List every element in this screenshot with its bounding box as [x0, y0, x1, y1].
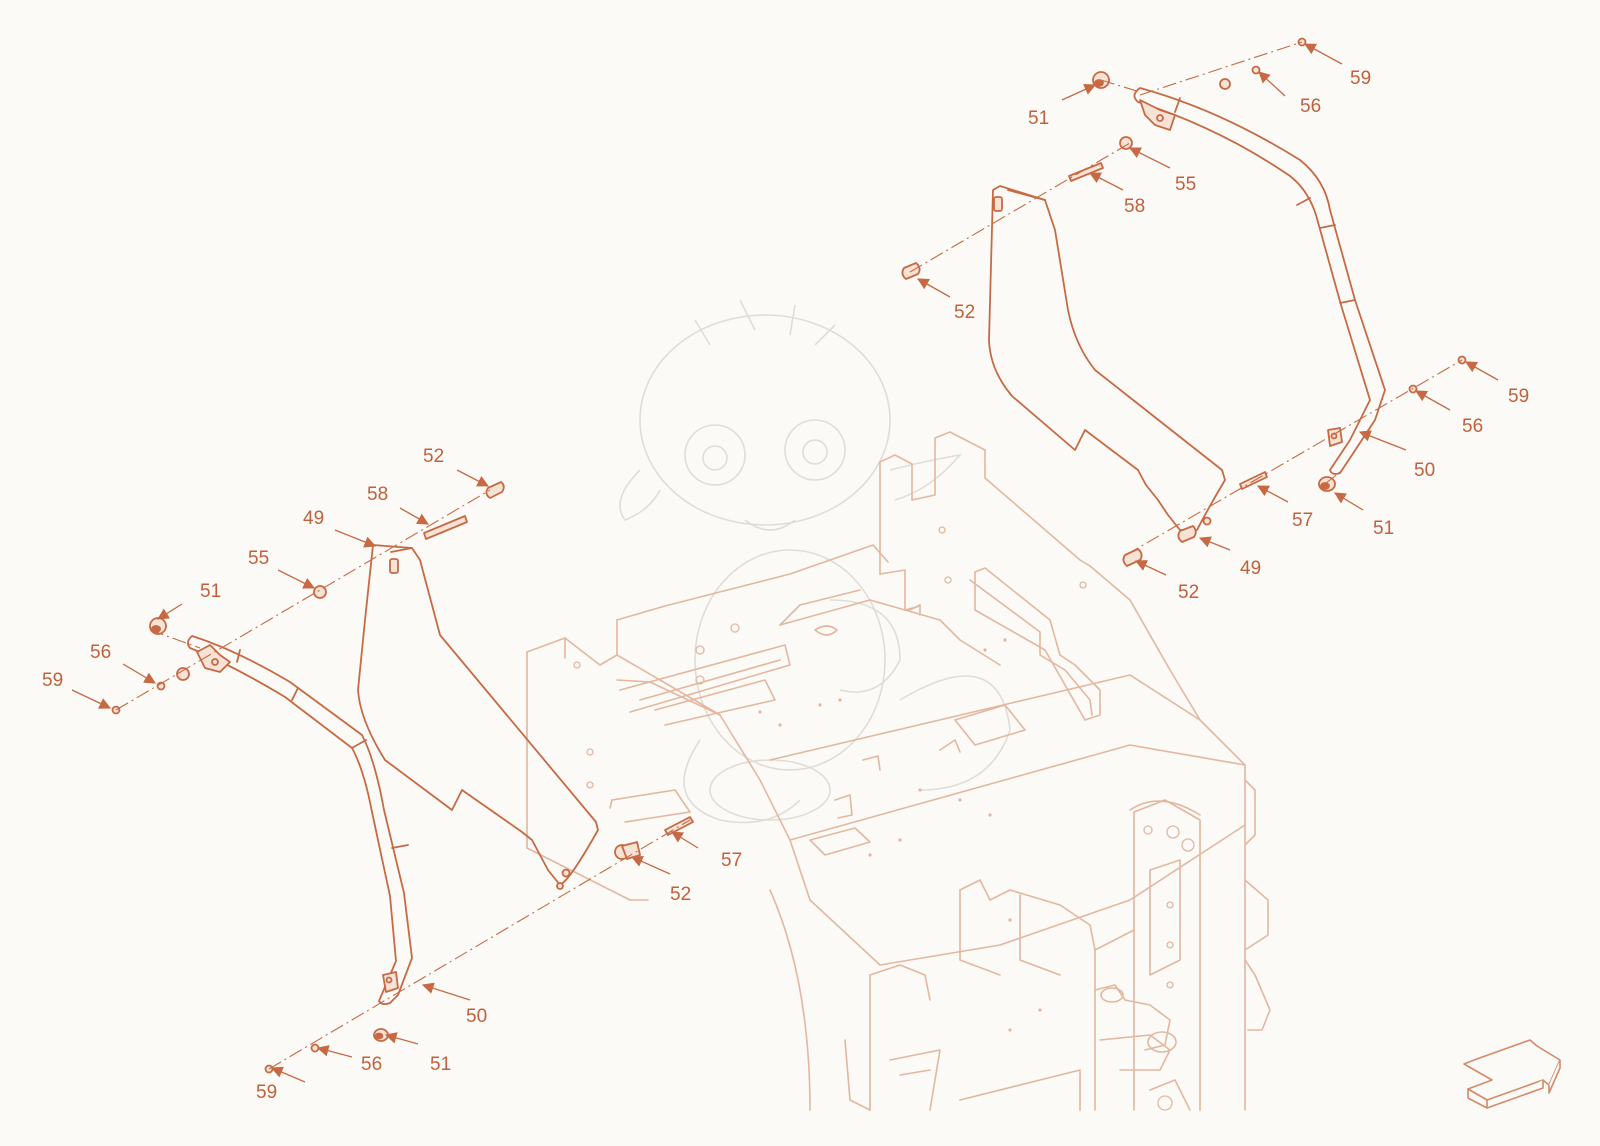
callout-label: 51 [1373, 518, 1394, 539]
callout-label: 55 [1175, 174, 1196, 195]
callout-label: 52 [954, 302, 975, 323]
callout-label: 56 [1462, 416, 1483, 437]
callout-leaders [71, 43, 1499, 1083]
callout-label: 52 [423, 446, 444, 467]
callout-labels: 59 56 51 55 58 52 59 56 50 57 51 49 52 5… [42, 68, 1529, 1103]
callout-label: 49 [1240, 558, 1261, 579]
callout-label: 59 [1508, 386, 1529, 407]
assembly-center-lines [115, 41, 1463, 1070]
callout-label: 51 [200, 581, 221, 602]
callout-label: 51 [1028, 108, 1049, 129]
left-assembly-parts [111, 481, 694, 1074]
callout-label: 56 [1300, 96, 1321, 117]
callout-label: 59 [256, 1082, 277, 1103]
callout-label: 56 [361, 1054, 382, 1075]
callout-label: 50 [466, 1006, 487, 1027]
callout-label: 57 [721, 850, 742, 871]
callout-label: 52 [670, 884, 691, 905]
right-assembly-parts [901, 37, 1467, 567]
chassis-frame [526, 431, 1271, 1111]
grab-handle-right [1133, 87, 1386, 475]
callout-label: 59 [42, 670, 63, 691]
baby-dragon-watermark [619, 299, 1011, 824]
grab-handle-left [187, 635, 413, 1006]
callout-label: 56 [90, 642, 111, 663]
left-hardware [111, 481, 694, 1074]
right-hardware [901, 37, 1467, 567]
side-panel-right [988, 185, 1226, 531]
callout-label: 59 [1350, 68, 1371, 89]
callout-label: 57 [1292, 510, 1313, 531]
next-page-arrow-icon[interactable] [1463, 1039, 1561, 1109]
callout-label: 52 [1178, 582, 1199, 603]
callout-label: 50 [1414, 460, 1435, 481]
callout-label: 58 [367, 484, 388, 505]
callout-label: 49 [303, 508, 324, 529]
callout-label: 58 [1124, 196, 1145, 217]
callout-label: 55 [248, 548, 269, 569]
callout-label: 51 [430, 1054, 451, 1075]
side-panel-left [357, 544, 599, 890]
